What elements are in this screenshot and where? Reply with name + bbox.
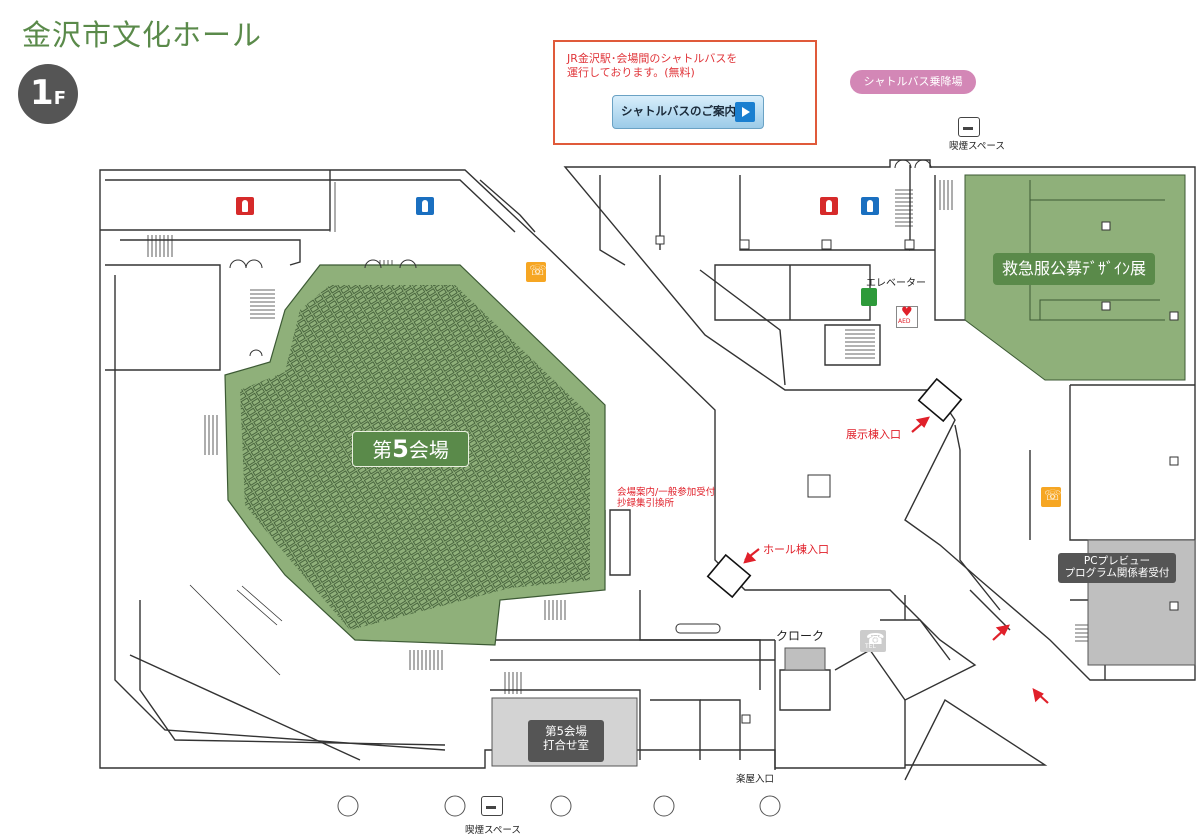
shuttle-notice-text: JR金沢駅･会場間のシャトルバスを 運行しております。(無料)	[567, 52, 807, 80]
page-title: 金沢市文化ホール	[22, 18, 263, 52]
reception-line1: 会場案内/一般参加受付	[617, 487, 716, 498]
reception-label: 会場案内/一般参加受付 抄録集引換所	[617, 487, 715, 509]
pc-preview-line2: プログラム関係者受付	[1064, 567, 1170, 579]
floor-suffix: F	[53, 88, 66, 109]
shuttle-stop-badge: シャトルバス乗降場	[850, 70, 976, 94]
public-phone-icon	[1041, 487, 1062, 507]
exhibit-building-outline	[563, 159, 1196, 681]
elevator-icon	[861, 288, 877, 306]
toilet-women-icon	[236, 197, 254, 215]
cloak-counter	[784, 647, 826, 671]
smoking-icon	[958, 117, 980, 137]
tel-icon	[860, 630, 886, 652]
reception-line2: 抄録集引換所	[617, 498, 675, 509]
pc-preview-line1: PCプレビュー	[1083, 555, 1151, 567]
public-phone-icon	[526, 262, 547, 282]
backstage-entrance-label: 楽屋入口	[736, 774, 775, 785]
hall-building-outline	[99, 169, 977, 769]
pc-preview-label: PCプレビュー プログラム関係者受付	[1058, 553, 1176, 583]
toilet-men-icon	[861, 197, 879, 215]
hall-entrance-label: ホール棟入口	[763, 543, 829, 556]
meeting-room-label: 第5会場 打合せ室	[528, 720, 604, 762]
shuttle-notice-line2: 運行しております。(無料)	[567, 66, 695, 79]
cloak-label: クローク	[776, 629, 825, 643]
hall5-label: 第5会場	[352, 431, 469, 467]
smoking-icon	[481, 796, 503, 816]
exhibit-hall-label: 救急服公募ﾃﾞｻﾞｲﾝ展	[993, 253, 1155, 285]
toilet-men-icon	[416, 197, 434, 215]
hall5-prefix: 第	[372, 438, 393, 462]
exhibit-entrance-label: 展示棟入口	[846, 428, 901, 441]
floor-number: 1	[30, 73, 54, 113]
smoking-space-label-top: 喫煙スペース	[949, 141, 1005, 152]
hall5-number: 5	[392, 435, 409, 463]
shuttle-bus-info-label: シャトルバスのご案内	[621, 106, 736, 118]
smoking-space-label-bottom: 喫煙スペース	[465, 825, 521, 836]
floor-badge: 1F	[18, 64, 78, 124]
shuttle-notice-box: JR金沢駅･会場間のシャトルバスを 運行しております。(無料) シャトルバスのご…	[553, 40, 817, 145]
shuttle-bus-info-button[interactable]: シャトルバスのご案内	[612, 95, 764, 129]
toilet-women-icon	[820, 197, 838, 215]
elevator-label: エレベーター	[866, 278, 926, 289]
aed-icon	[896, 305, 918, 328]
play-arrow-icon	[735, 102, 755, 122]
meeting-room-line2: 打合せ室	[543, 738, 589, 752]
hall5-suffix: 会場	[408, 438, 449, 462]
meeting-room-line1: 第5会場	[545, 724, 587, 738]
shuttle-notice-line1: JR金沢駅･会場間のシャトルバスを	[567, 52, 738, 65]
